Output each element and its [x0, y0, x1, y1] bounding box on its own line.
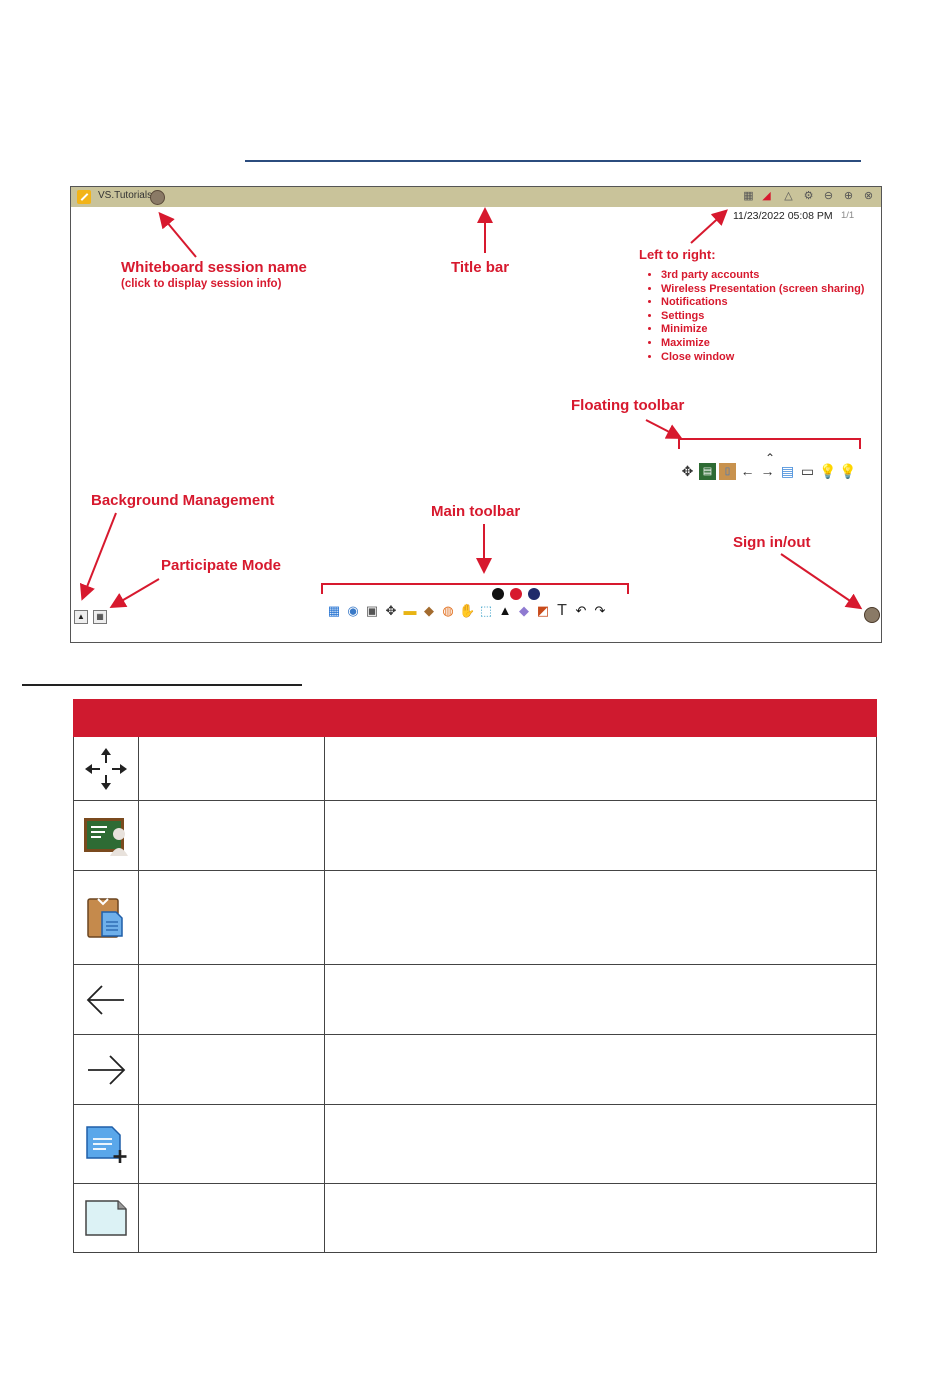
- annotation-bullets: 3rd party accounts Wireless Presentation…: [639, 269, 881, 364]
- floating-toolbar: ✥ ▤ ▯ ← → ▤ ▭ 💡 💡: [679, 463, 861, 485]
- bulb-icon[interactable]: 💡: [819, 463, 837, 479]
- arrow-left-icon[interactable]: ←: [740, 463, 755, 479]
- close-icon[interactable]: ⊗: [863, 190, 874, 202]
- whiteboard-screenshot: VS.Tutorials ▦ ◢ △ ⚙ ⊖ ⊕ ⊗ 11/23/2022 05…: [70, 186, 882, 643]
- annotation-main-toolbar: Main toolbar: [431, 503, 521, 520]
- add-page-icon[interactable]: ▤: [780, 463, 795, 479]
- annotation-session-name: Whiteboard session name: [121, 259, 307, 276]
- clipboard-icon: [87, 897, 123, 938]
- chat-icon[interactable]: ◉: [347, 603, 359, 618]
- bullet-item: Close window: [661, 351, 881, 365]
- datetime: 11/23/2022 05:08 PM: [733, 210, 833, 222]
- bulb-alt-icon[interactable]: 💡: [839, 463, 857, 479]
- table-row: [73, 1034, 877, 1105]
- bullet-item: Minimize: [661, 323, 881, 337]
- undo-icon[interactable]: ↶: [575, 603, 587, 618]
- move-icon[interactable]: ✥: [385, 603, 397, 618]
- box-icon[interactable]: ◆: [424, 603, 434, 618]
- title-bar: [71, 187, 881, 207]
- arrow-left-icon: [86, 984, 124, 1015]
- color-red-swatch[interactable]: [510, 588, 522, 600]
- annotation-session-name-sub: (click to display session info): [121, 278, 282, 290]
- hand-icon[interactable]: ✋: [459, 603, 476, 618]
- table-row: [73, 870, 877, 965]
- table-row: [73, 800, 877, 871]
- text-icon[interactable]: T: [557, 602, 567, 619]
- arrow-right-icon: [88, 1054, 126, 1085]
- wireless-icon[interactable]: ◢: [762, 190, 771, 202]
- header-rule: [245, 160, 861, 162]
- background-icon[interactable]: ▤: [699, 463, 716, 480]
- chevron-up-icon[interactable]: ⌃: [765, 451, 776, 465]
- table-header-cell: [324, 699, 877, 737]
- table-row: [73, 964, 877, 1035]
- color-navy-swatch[interactable]: [528, 588, 540, 600]
- shape-icon[interactable]: ◩: [536, 603, 550, 618]
- table-row: [73, 1104, 877, 1184]
- main-toolbar: ▦ ◉ ▣ ✥ ▬ ◆ ◍ ✋ ⬚ ▲ ◆ ◩ T ↶ ↷: [321, 602, 631, 626]
- folder-icon[interactable]: ▬: [403, 603, 417, 618]
- table-row: [73, 1183, 877, 1253]
- gear-icon[interactable]: ⚙: [803, 190, 814, 202]
- participate-mode-icon[interactable]: ▦: [93, 610, 107, 624]
- browser-icon[interactable]: ◍: [442, 603, 454, 618]
- bullet-item: Maximize: [661, 337, 881, 351]
- eraser-icon[interactable]: ◆: [519, 603, 529, 618]
- page-icon: [85, 1200, 127, 1236]
- pen-icon[interactable]: ▲: [498, 603, 512, 618]
- move-icon: [85, 747, 127, 790]
- pencil-icon[interactable]: [77, 190, 91, 204]
- select-icon[interactable]: ⬚: [479, 603, 493, 618]
- move-icon[interactable]: ✥: [681, 463, 694, 479]
- clipboard-icon[interactable]: ▯: [719, 463, 736, 480]
- annotation-left-to-right: Left to right:: [639, 247, 716, 262]
- page-indicator: 1/1: [841, 210, 855, 221]
- toolbar-icon-table: [73, 699, 877, 1253]
- annotation-participate-mode: Participate Mode: [161, 557, 282, 574]
- bell-icon[interactable]: △: [784, 190, 793, 202]
- bullet-item: 3rd party accounts: [661, 269, 881, 283]
- annotation-arrows: [79, 207, 863, 610]
- add-page-icon: [86, 1126, 127, 1163]
- annotation-sign-in-out: Sign in/out: [733, 534, 811, 551]
- section-rule: [22, 684, 302, 686]
- background-icon: [84, 817, 128, 856]
- color-black-swatch[interactable]: [492, 588, 504, 600]
- maximize-icon[interactable]: ⊕: [843, 190, 854, 202]
- minimize-icon[interactable]: ⊖: [823, 190, 834, 202]
- session-avatar-icon[interactable]: [150, 190, 165, 205]
- table-header-cell: [73, 699, 325, 737]
- page-icon[interactable]: ▭: [800, 463, 815, 479]
- redo-icon[interactable]: ↷: [594, 603, 606, 618]
- bullet-item: Wireless Presentation (screen sharing): [661, 283, 881, 297]
- annotation-title-bar: Title bar: [451, 259, 510, 276]
- background-management-icon[interactable]: ▲: [74, 610, 88, 624]
- sign-in-avatar-icon[interactable]: [864, 607, 880, 623]
- session-name[interactable]: VS.Tutorials: [98, 190, 153, 201]
- table-row: [73, 736, 877, 801]
- annotation-background-management: Background Management: [91, 492, 275, 509]
- annotation-floating-toolbar: Floating toolbar: [571, 397, 685, 414]
- table-header-row: [73, 699, 877, 737]
- arrow-right-icon[interactable]: →: [760, 463, 775, 479]
- grid-icon[interactable]: ▦: [743, 190, 754, 202]
- windows-icon[interactable]: ▦: [327, 603, 341, 618]
- bullet-item: Notifications: [661, 296, 881, 310]
- bullet-item: Settings: [661, 310, 881, 324]
- capture-icon[interactable]: ▣: [365, 603, 379, 618]
